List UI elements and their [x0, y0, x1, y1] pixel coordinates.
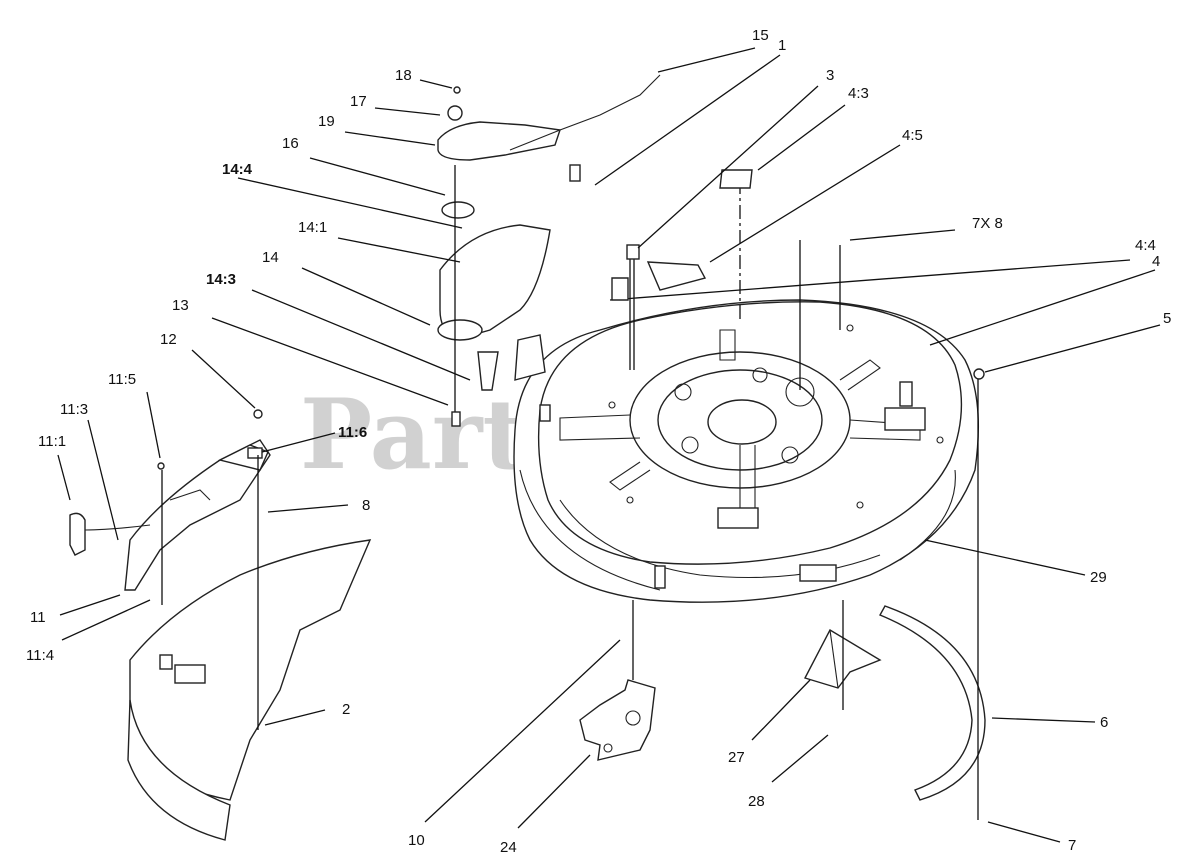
mounting-plate — [579, 679, 656, 761]
callout-8: 8 — [362, 497, 370, 514]
callout-27: 27 — [728, 749, 745, 766]
callout-13: 13 — [172, 297, 189, 314]
callout-5: 5 — [1163, 310, 1171, 327]
callout-labels: 15 1 18 17 19 16 14:4 14:1 14 14:3 13 12… — [26, 27, 1171, 856]
callout-24: 24 — [500, 839, 517, 856]
discharge-chute — [69, 439, 271, 591]
callout-7x8: 7X 8 — [972, 215, 1003, 232]
deflector-shield — [879, 605, 986, 801]
callout-17: 17 — [350, 93, 367, 110]
callout-2: 2 — [342, 701, 350, 718]
idler-arm — [437, 86, 561, 219]
tension-rod — [509, 74, 661, 151]
callout-28: 28 — [748, 793, 765, 810]
callout-11-5: 11:5 — [108, 371, 136, 388]
callout-16: 16 — [282, 135, 299, 152]
callout-14-4: 14:4 — [222, 161, 253, 178]
callout-4-3: 4:3 — [848, 85, 869, 102]
callout-18: 18 — [395, 67, 412, 84]
callout-11-3: 11:3 — [60, 401, 88, 418]
side-deck-section — [127, 539, 372, 841]
callout-4-5: 4:5 — [902, 127, 923, 144]
callout-11-4: 11:4 — [26, 647, 54, 664]
callout-7: 7 — [1068, 837, 1076, 854]
callout-14-1: 14:1 — [298, 219, 327, 236]
callout-14: 14 — [262, 249, 279, 266]
callout-3: 3 — [826, 67, 834, 84]
callout-11-6: 11:6 — [338, 424, 367, 441]
callout-1: 1 — [778, 37, 786, 54]
callout-15: 15 — [752, 27, 769, 44]
callout-4-4: 4:4 — [1135, 237, 1156, 254]
callout-6: 6 — [1100, 714, 1108, 731]
callout-11-1: 11:1 — [38, 433, 66, 450]
callout-12: 12 — [160, 331, 177, 348]
callout-29: 29 — [1090, 569, 1107, 586]
small-parts — [157, 169, 985, 470]
fastener-lines — [161, 165, 1131, 820]
callout-10: 10 — [408, 832, 425, 849]
belt-cover — [437, 224, 551, 391]
mower-deck — [513, 299, 980, 603]
spring-clip — [569, 164, 581, 182]
callout-19: 19 — [318, 113, 335, 130]
callout-14-3: 14:3 — [206, 271, 236, 288]
callout-11: 11 — [30, 609, 46, 626]
callout-4: 4 — [1152, 253, 1160, 270]
callout-leaders — [57, 47, 1161, 843]
